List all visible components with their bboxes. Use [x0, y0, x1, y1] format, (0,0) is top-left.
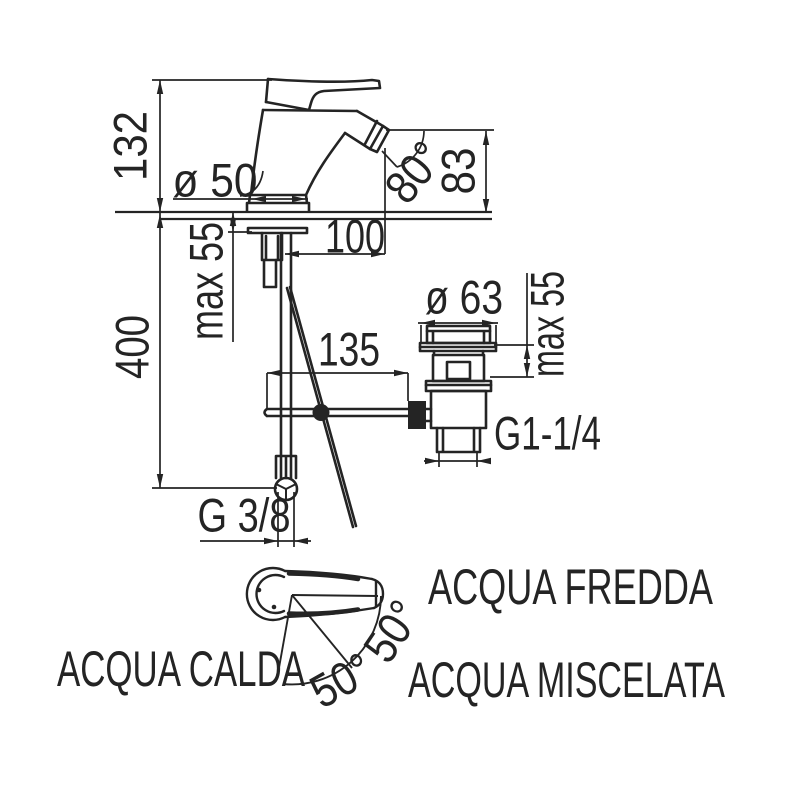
deck-lines	[115, 210, 492, 221]
mounting-nut	[260, 231, 284, 262]
waste-assembly	[418, 324, 498, 454]
handle-dot	[256, 587, 262, 593]
dimension-labels: 132 400 ø 50 max 55 100 80° 83 ø 63 max …	[104, 111, 602, 542]
rod-clamp	[408, 401, 426, 429]
hot-water-label: ACQUA CALDA	[57, 641, 305, 697]
mounting-hardware	[246, 226, 309, 289]
water-labels: 50° 50° ACQUA FREDDA ACQUA CALDA ACQUA M…	[57, 559, 725, 718]
handle-lever	[266, 77, 382, 112]
dim-height-label: 132	[104, 111, 157, 181]
dim-hose-drop-label: 400	[106, 315, 159, 379]
dim-max-thickness-left-label: max 55	[180, 222, 233, 340]
dimension-lines	[152, 79, 534, 547]
waste-tailpiece	[435, 426, 482, 454]
cold-water-label: ACQUA FREDDA	[428, 559, 713, 615]
handle-top-view	[245, 566, 385, 686]
waste-body	[429, 389, 488, 430]
hose-nut	[274, 454, 298, 480]
dim-max-thickness-right-label: max 55	[521, 271, 574, 377]
spout-aerator	[343, 109, 391, 154]
dim-supply-thread-label: G 3/8	[198, 489, 291, 542]
rod-ball-joint	[312, 404, 330, 421]
handle-cap-outer	[245, 566, 287, 622]
mounting-stud	[262, 258, 278, 289]
dim-projection-label: 100	[325, 210, 385, 263]
dim-body-diameter-label: ø 50	[173, 154, 258, 207]
handle-cap-inner	[255, 573, 286, 615]
mounting-washer	[246, 226, 309, 235]
supply-hose	[273, 231, 299, 502]
horizontal-rod	[263, 407, 410, 418]
rotation-fan	[276, 594, 382, 686]
dim-waste-thread-label: G1-1/4	[494, 407, 601, 460]
faucet-outline	[245, 77, 391, 213]
mixed-water-label: ACQUA MISCELATA	[408, 652, 725, 708]
waste-window	[445, 360, 472, 381]
dim-waste-diameter-label: ø 63	[425, 271, 503, 324]
dim-spout-height-label: 83	[432, 148, 485, 195]
handle-dot	[271, 604, 277, 610]
waste-plug-cap	[425, 324, 492, 345]
dim-rod-length-label: 135	[318, 323, 380, 376]
